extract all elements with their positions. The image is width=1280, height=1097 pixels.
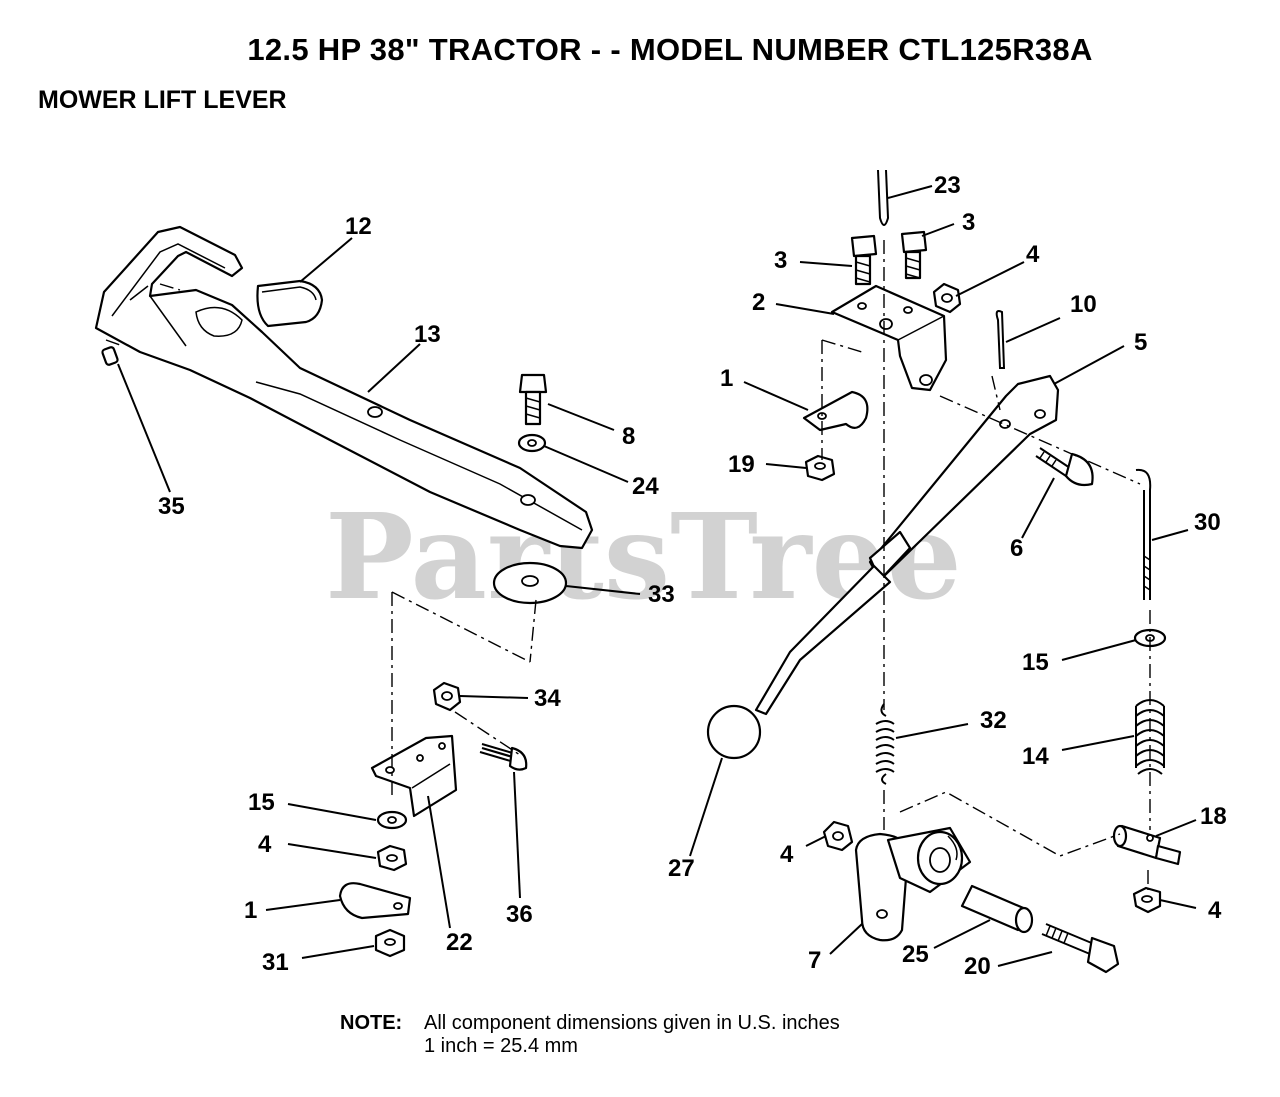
- callout-18: 18: [1200, 803, 1227, 830]
- part-4-nut-top[interactable]: [932, 282, 962, 314]
- part-24-washer[interactable]: [517, 433, 547, 453]
- callout-4-top: 4: [1026, 241, 1040, 268]
- callout-5: 5: [1134, 329, 1147, 356]
- callout-25: 25: [902, 941, 929, 968]
- part-12-grip[interactable]: [256, 279, 324, 328]
- callout-30: 30: [1194, 509, 1221, 536]
- part-4-nut-bottom-right[interactable]: [1132, 886, 1162, 914]
- callout-15-left: 15: [248, 789, 275, 816]
- part-7-plate[interactable]: [854, 826, 972, 942]
- callout-24: 24: [632, 473, 659, 500]
- callout-3-right: 3: [962, 209, 975, 236]
- part-22-bracket[interactable]: [370, 734, 458, 818]
- part-33-large-washer[interactable]: [492, 561, 568, 605]
- part-15-washer-left[interactable]: [376, 810, 408, 830]
- part-3-bolt-left[interactable]: [850, 234, 878, 286]
- callout-4-bottom-right: 4: [1208, 897, 1222, 924]
- callout-13: 13: [414, 321, 441, 348]
- callout-22: 22: [446, 929, 473, 956]
- callout-7: 7: [808, 947, 821, 974]
- part-8-bolt[interactable]: [518, 373, 548, 426]
- part-27-knob[interactable]: [706, 704, 762, 760]
- part-36-bolt[interactable]: [479, 743, 528, 771]
- callout-6: 6: [1010, 535, 1023, 562]
- callout-33: 33: [648, 581, 675, 608]
- part-35-pin[interactable]: [101, 346, 119, 366]
- part-4-nut-middle[interactable]: [822, 820, 854, 852]
- callout-2: 2: [752, 289, 765, 316]
- callout-15-right: 15: [1022, 649, 1049, 676]
- part-5-lever[interactable]: [868, 374, 1060, 582]
- callout-36: 36: [506, 901, 533, 928]
- part-18-pin[interactable]: [1112, 824, 1182, 866]
- part-31-nut[interactable]: [374, 928, 406, 958]
- callout-14: 14: [1022, 743, 1049, 770]
- page-title: 12.5 HP 38" TRACTOR - - MODEL NUMBER CTL…: [247, 32, 1093, 67]
- callout-23: 23: [934, 172, 961, 199]
- part-13-lever-arm[interactable]: [94, 225, 594, 550]
- callout-1-left: 1: [244, 897, 257, 924]
- part-20-bolt[interactable]: [1041, 923, 1120, 974]
- part-1-clip-right[interactable]: [802, 390, 869, 432]
- section-title: MOWER LIFT LEVER: [38, 86, 287, 114]
- callout-12: 12: [345, 213, 372, 240]
- callout-1-right: 1: [720, 365, 733, 392]
- callout-20: 20: [964, 953, 991, 980]
- part-34-nut[interactable]: [432, 681, 462, 712]
- watermark: PartsTree: [325, 487, 962, 626]
- part-3-bolt-right[interactable]: [900, 230, 928, 280]
- note-line-2: 1 inch = 25.4 mm: [424, 1035, 578, 1057]
- callout-8: 8: [622, 423, 635, 450]
- part-27-handle-rod[interactable]: [754, 564, 892, 716]
- part-4-nut-left[interactable]: [376, 844, 408, 872]
- callout-34: 34: [534, 685, 561, 712]
- callout-4-middle: 4: [780, 841, 794, 868]
- callout-32: 32: [980, 707, 1007, 734]
- callout-19: 19: [728, 451, 755, 478]
- leader-lines: [117, 185, 1197, 967]
- callout-31: 31: [262, 949, 289, 976]
- callout-10: 10: [1070, 291, 1097, 318]
- callout-3-left: 3: [774, 247, 787, 274]
- part-2-bracket[interactable]: [830, 284, 948, 392]
- part-30-rod[interactable]: [1135, 468, 1152, 600]
- part-10-cotter-pin[interactable]: [995, 310, 1006, 369]
- part-19-nut[interactable]: [804, 454, 836, 482]
- part-25-sleeve[interactable]: [960, 884, 1034, 934]
- note: NOTE: All component dimensions given in U…: [340, 1012, 840, 1058]
- note-label: NOTE:: [340, 1012, 403, 1034]
- callout-4-left: 4: [258, 831, 272, 858]
- note-line-1: All component dimensions given in U.S. i…: [424, 1012, 840, 1034]
- part-23-cotter-pin[interactable]: [877, 169, 890, 226]
- callout-35: 35: [158, 493, 185, 520]
- callout-27: 27: [668, 855, 695, 882]
- part-1-clip-left[interactable]: [338, 882, 412, 920]
- part-32-spring[interactable]: [875, 703, 895, 785]
- part-6-bolt[interactable]: [1035, 447, 1094, 487]
